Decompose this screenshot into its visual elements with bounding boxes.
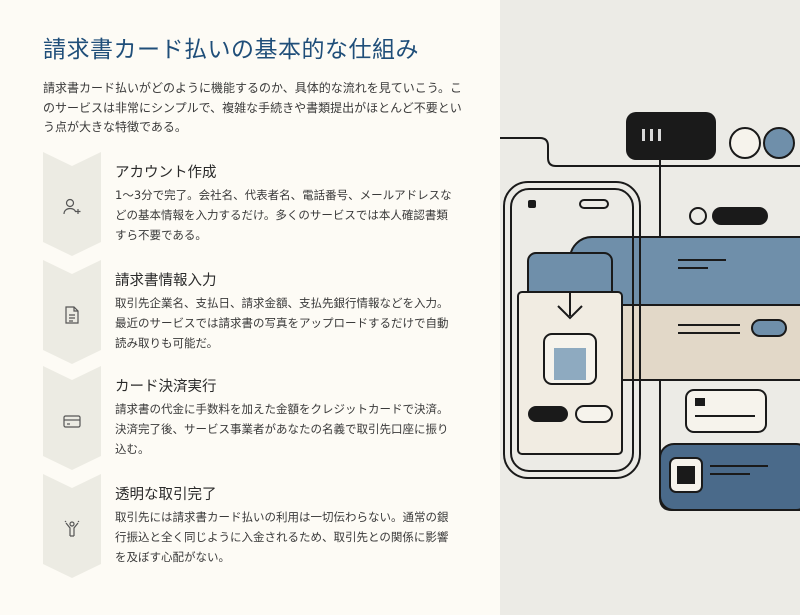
user-add-icon	[63, 198, 81, 215]
celebrate-icon	[64, 520, 80, 537]
page-title: 請求書カード払いの基本的な仕組み	[43, 37, 419, 63]
phone-app-illustration	[500, 112, 800, 511]
step-complete: 透明な取引完了 取引先には請求書カード払いの利用は一切伝わらない。通常の銀行振込…	[43, 474, 463, 582]
illustration-panel	[500, 0, 800, 615]
step-invoice: 請求書情報入力 取引先企業名、支払日、請求金額、支払先銀行情報などを入力。最近の…	[43, 260, 463, 368]
step-description: 取引先には請求書カード払いの利用は一切伝わらない。通常の銀行振込と全く同じように…	[115, 510, 449, 564]
step-account: アカウント作成 1〜3分で完了。会社名、代表者名、電話番号、メールアドレスなどの…	[43, 152, 463, 260]
step-title: アカウント作成	[115, 165, 217, 181]
step-description: 請求書の代金に手数料を加えた金額をクレジットカードで決済。決済完了後、サービス事…	[115, 402, 449, 456]
document-icon	[65, 306, 79, 324]
step-card-payment: カード決済実行 請求書の代金に手数料を加えた金額をクレジットカードで決済。決済完…	[43, 366, 463, 474]
step-chevron	[43, 366, 101, 470]
step-chevron	[43, 152, 101, 256]
step-title: 請求書情報入力	[115, 273, 217, 289]
intro-text: 請求書カード払いがどのように機能するのか、具体的な流れを見ていこう。このサービス…	[43, 81, 463, 134]
step-title: カード決済実行	[115, 379, 217, 395]
step-chevron	[43, 474, 101, 578]
text-panel: 請求書カード払いの基本的な仕組み 請求書カード払いがどのように機能するのか、具体…	[43, 37, 463, 582]
credit-card-icon	[63, 415, 81, 428]
step-chevron	[43, 260, 101, 364]
step-title: 透明な取引完了	[115, 487, 217, 503]
step-description: 1〜3分で完了。会社名、代表者名、電話番号、メールアドレスなどの基本情報を入力す…	[115, 188, 452, 242]
step-description: 取引先企業名、支払日、請求金額、支払先銀行情報などを入力。最近のサービスでは請求…	[115, 296, 449, 350]
